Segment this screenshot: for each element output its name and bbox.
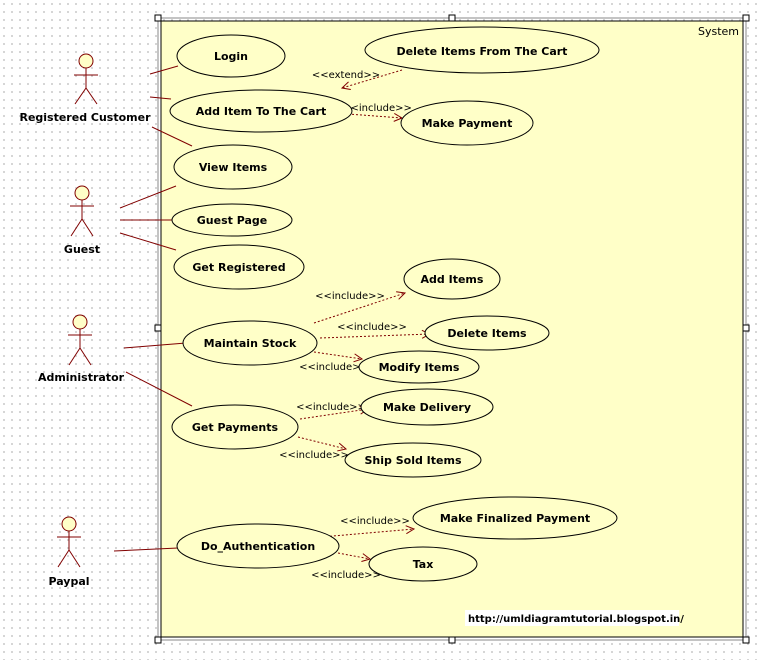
- use-case-tax[interactable]: Tax: [368, 546, 478, 582]
- include-arrow-maintain-to-modify-items[interactable]: [313, 351, 362, 359]
- assoc-registered-customer-login[interactable]: [149, 65, 179, 75]
- use-case-delete-items[interactable]: Delete Items: [424, 315, 550, 351]
- actor-label: Paypal: [48, 575, 89, 588]
- stick-figure-icon: [70, 185, 94, 237]
- actor-administrator[interactable]: Administrator: [38, 314, 125, 384]
- assoc-administrator-maintain-stock[interactable]: [123, 342, 187, 349]
- use-case-add-item-to-cart[interactable]: Add Item To The Cart: [169, 89, 353, 133]
- assoc-guest-get-registered[interactable]: [119, 232, 177, 251]
- use-case-make-delivery[interactable]: Make Delivery: [360, 388, 494, 426]
- actor-paypal[interactable]: Paypal: [48, 516, 90, 588]
- use-case-label: Ship Sold Items: [364, 454, 461, 467]
- use-case-label: Delete Items: [447, 327, 527, 340]
- stereotype-labels: <<extend>> <<include>> <<include>> <<inc…: [279, 70, 412, 581]
- url-text: http://umldiagramtutorial.blogspot.in/: [468, 614, 684, 625]
- include-label-finalized-payment: <<include>>: [340, 516, 410, 527]
- use-case-login[interactable]: Login: [176, 34, 286, 78]
- associations: [113, 65, 193, 552]
- resize-handle-bottom-left[interactable]: [154, 636, 162, 644]
- assoc-registered-customer-add-item[interactable]: [149, 96, 172, 100]
- resize-handle-middle-right[interactable]: [742, 324, 750, 332]
- include-label-add-items: <<include>>: [315, 291, 385, 302]
- extend-label: <<extend>>: [312, 70, 380, 81]
- use-case-label: Do_Authentication: [201, 540, 315, 553]
- use-case-make-finalized-payment[interactable]: Make Finalized Payment: [412, 496, 618, 540]
- use-case-make-payment[interactable]: Make Payment: [400, 100, 534, 146]
- system-title: System: [698, 25, 739, 38]
- use-case-label: Make Payment: [422, 117, 513, 130]
- extend-arrow-delete-to-add[interactable]: [342, 69, 403, 88]
- resize-handle-top-left[interactable]: [154, 14, 162, 22]
- resize-handle-bottom-right[interactable]: [742, 636, 750, 644]
- assoc-guest-view-items[interactable]: [119, 185, 177, 209]
- use-case-modify-items[interactable]: Modify Items: [358, 350, 480, 384]
- actor-label: Guest: [64, 243, 100, 256]
- include-label-make-payment: <<include>>: [342, 103, 412, 114]
- resize-handle-top-right[interactable]: [742, 14, 750, 22]
- use-case-view-items[interactable]: View Items: [173, 144, 293, 190]
- resize-handle-bottom-middle[interactable]: [448, 636, 456, 644]
- include-arrow-get-payments-to-make-delivery[interactable]: [299, 409, 368, 420]
- resize-handle-top-middle[interactable]: [448, 14, 456, 22]
- use-case-label: Make Delivery: [383, 401, 471, 414]
- actor-registered-customer[interactable]: Registered Customer: [19, 53, 151, 124]
- use-case-label: Guest Page: [197, 214, 267, 227]
- use-case-get-payments[interactable]: Get Payments: [171, 404, 299, 450]
- assoc-paypal-do-authentication[interactable]: [113, 547, 179, 552]
- use-case-get-registered[interactable]: Get Registered: [173, 244, 305, 290]
- stick-figure-icon: [68, 314, 92, 366]
- actor-label: Registered Customer: [19, 111, 151, 124]
- stick-figure-icon: [74, 53, 98, 105]
- use-case-label: Modify Items: [379, 361, 460, 374]
- use-case-label: Maintain Stock: [204, 337, 297, 350]
- use-case-do-authentication[interactable]: Do_Authentication: [176, 523, 340, 569]
- assoc-administrator-get-payments[interactable]: [125, 371, 193, 407]
- resize-handle-middle-left[interactable]: [154, 324, 162, 332]
- include-label-ship-sold-items: <<include>>: [279, 450, 349, 461]
- use-case-delete-items-from-cart[interactable]: Delete Items From The Cart: [364, 26, 600, 74]
- use-case-label: Login: [214, 50, 248, 63]
- include-label-modify-items: <<include>>: [299, 362, 369, 373]
- use-case-label: Get Payments: [192, 421, 279, 434]
- include-label-tax: <<include>>: [311, 570, 381, 581]
- use-case-add-items[interactable]: Add Items: [403, 258, 501, 300]
- url-watermark: http://umldiagramtutorial.blogspot.in/: [465, 610, 684, 626]
- actor-guest[interactable]: Guest: [64, 185, 100, 256]
- include-arrow-auth-to-tax[interactable]: [337, 552, 370, 559]
- actor-label: Administrator: [38, 371, 125, 384]
- use-case-label: Get Registered: [192, 261, 285, 274]
- use-case-label: Delete Items From The Cart: [397, 45, 568, 58]
- use-case-label: Add Items: [421, 273, 484, 286]
- use-case-guest-page[interactable]: Guest Page: [171, 203, 293, 237]
- use-case-label: Add Item To The Cart: [196, 105, 326, 118]
- include-label-delete-items: <<include>>: [337, 322, 407, 333]
- stick-figure-icon: [57, 516, 81, 568]
- use-case-maintain-stock[interactable]: Maintain Stock: [182, 320, 318, 366]
- use-case-label: Make Finalized Payment: [440, 512, 590, 525]
- use-case-label: Tax: [413, 558, 434, 571]
- include-arrow-add-to-make-payment[interactable]: [347, 114, 402, 118]
- include-arrow-get-payments-to-ship[interactable]: [297, 436, 346, 449]
- assoc-registered-customer-view-items[interactable]: [151, 126, 193, 147]
- use-case-ship-sold-items[interactable]: Ship Sold Items: [344, 442, 482, 478]
- use-case-label: View Items: [199, 161, 268, 174]
- include-label-make-delivery: <<include>>: [296, 402, 366, 413]
